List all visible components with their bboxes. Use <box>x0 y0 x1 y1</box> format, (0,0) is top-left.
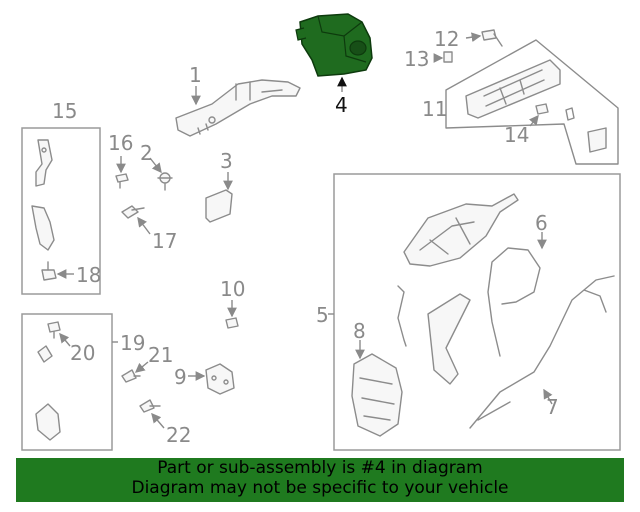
part-8-latch[interactable] <box>351 353 403 437</box>
part-16-screw[interactable] <box>115 173 129 189</box>
part-17-bolt[interactable] <box>121 205 145 219</box>
callout-17: 17 <box>152 229 177 253</box>
callout-7: 7 <box>546 395 559 419</box>
callout-20: 20 <box>70 341 95 365</box>
part-6-cable[interactable] <box>487 247 541 357</box>
callout-22: 22 <box>166 423 191 447</box>
part-13-nut[interactable] <box>443 51 453 63</box>
part-15-bracket-upper[interactable] <box>35 139 53 187</box>
callout-9: 9 <box>174 365 187 389</box>
callout-10: 10 <box>220 277 245 301</box>
part-19-bracket-small[interactable] <box>37 345 53 363</box>
part-11-switch-panel[interactable] <box>445 39 619 165</box>
banner-line-2: Diagram may not be specific to your vehi… <box>131 478 509 498</box>
callout-8: 8 <box>353 319 366 343</box>
callout-1: 1 <box>189 63 202 87</box>
callout-15: 15 <box>52 99 77 123</box>
banner-line-1: Part or sub-assembly is #4 in diagram <box>157 458 483 478</box>
part-4-lock-cylinder[interactable] <box>295 13 373 77</box>
part-3-cover[interactable] <box>205 189 233 223</box>
group-box-19 <box>21 313 113 451</box>
part-15-bracket-lower[interactable] <box>31 205 55 251</box>
part-18-screw[interactable] <box>41 261 57 281</box>
part-10-screw[interactable] <box>225 317 239 329</box>
callout-13: 13 <box>404 47 429 71</box>
part-5-inner-handle[interactable] <box>403 193 519 267</box>
callout-2: 2 <box>140 141 153 165</box>
part-19-bracket-lower[interactable] <box>35 403 61 441</box>
callout-11: 11 <box>422 97 447 121</box>
part-21-screw[interactable] <box>121 369 141 383</box>
part-9-striker[interactable] <box>205 363 235 395</box>
callout-3: 3 <box>220 149 233 173</box>
group-box-15 <box>21 127 101 295</box>
info-banner: Part or sub-assembly is #4 in diagram Di… <box>16 458 624 502</box>
callout-16: 16 <box>108 131 133 155</box>
callout-21: 21 <box>148 343 173 367</box>
part-7-rod-assembly[interactable] <box>469 275 615 429</box>
part-1-outer-handle[interactable] <box>175 79 301 137</box>
callout-19: 19 <box>120 331 145 355</box>
callout-14: 14 <box>504 123 529 147</box>
part-14-screw[interactable] <box>535 103 549 115</box>
group-box-5 <box>333 173 621 451</box>
part-20-clip[interactable] <box>47 321 61 339</box>
callout-18: 18 <box>76 263 101 287</box>
part-5-lock-bracket[interactable] <box>427 293 471 385</box>
callout-4: 4 <box>335 93 348 117</box>
part-2-clip[interactable] <box>157 172 173 191</box>
part-5-rod[interactable] <box>397 285 407 347</box>
parts-diagram: 4 1 2 3 16 17 15 <box>21 13 621 451</box>
part-22-bolt[interactable] <box>139 399 161 413</box>
callout-12: 12 <box>434 27 459 51</box>
callout-5: 5 <box>316 303 329 327</box>
callout-6: 6 <box>535 211 548 235</box>
part-12-screw[interactable] <box>481 29 503 47</box>
